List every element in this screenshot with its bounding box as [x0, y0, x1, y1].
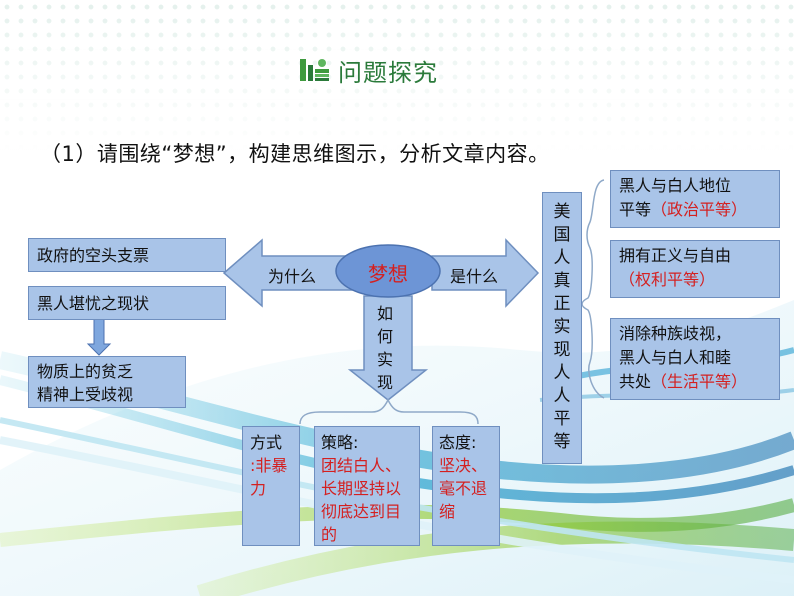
- center-label: 梦想: [368, 262, 408, 286]
- center-node: [335, 244, 441, 298]
- how-label: 如何实现: [376, 304, 393, 392]
- why-result-line: 物质上的贫乏: [37, 362, 134, 381]
- section-title: 问题探究: [298, 52, 438, 88]
- what-item-line: 黑人与白人地位: [619, 176, 732, 195]
- what-item-line: 拥有正义与自由: [619, 246, 732, 265]
- how-attitude: 态度: 坚决、毫不退缩: [432, 426, 500, 546]
- how-arrow: [347, 295, 429, 401]
- rights-equality-tag: （权利平等）: [619, 270, 716, 289]
- why-result: 物质上的贫乏 精神上受歧视: [28, 356, 186, 408]
- how-strategy: 策略: 团结白人、长期坚持以彻底达到目的: [314, 426, 420, 546]
- what-label: 是什么: [450, 267, 499, 286]
- what-summary: 美国人真正实现人人平等: [542, 192, 582, 464]
- attitude-label: 态度:: [439, 433, 477, 452]
- method-label: 方式: [250, 433, 283, 452]
- how-method: 方式 :非暴力: [242, 426, 300, 546]
- question-text: （1）请围绕“梦想”，构建思维图示，分析文章内容。: [40, 142, 550, 166]
- what-bracket: [581, 179, 605, 399]
- what-item-line: 共处（生活平等）: [619, 372, 748, 391]
- why-result-arrow: [86, 316, 112, 356]
- title-text: 问题探究: [338, 58, 438, 87]
- why-item-2: 黑人堪忧之现状: [28, 286, 226, 320]
- why-item-1: 政府的空头支票: [28, 238, 226, 272]
- method-value: :非暴力: [250, 456, 288, 498]
- political-equality-tag: （政治平等）: [651, 200, 748, 219]
- strategy-label: 策略:: [321, 433, 359, 452]
- what-item-3: 消除种族歧视， 黑人与白人和睦 共处（生活平等）: [610, 318, 780, 400]
- what-item-2: 拥有正义与自由 （权利平等）: [610, 240, 780, 298]
- strategy-value: 团结白人、长期坚持以彻底达到目的: [321, 456, 402, 544]
- what-summary-text: 美国人真正实现人人平等: [553, 202, 571, 452]
- what-item-line: 消除种族歧视，: [619, 324, 732, 343]
- attitude-value: 坚决、毫不退缩: [439, 456, 488, 521]
- how-bracket: [299, 398, 479, 425]
- life-equality-tag: （生活平等）: [651, 372, 748, 391]
- books-icon: [300, 59, 329, 81]
- what-arrow: [431, 238, 540, 308]
- dotted-background: [0, 0, 794, 150]
- what-item-line: 平等（政治平等）: [619, 200, 748, 219]
- why-result-line: 精神上受歧视: [37, 385, 134, 404]
- what-item-line: 黑人与白人和睦: [619, 348, 732, 367]
- what-item-1: 黑人与白人地位 平等（政治平等）: [610, 170, 780, 228]
- why-label: 为什么: [268, 267, 317, 286]
